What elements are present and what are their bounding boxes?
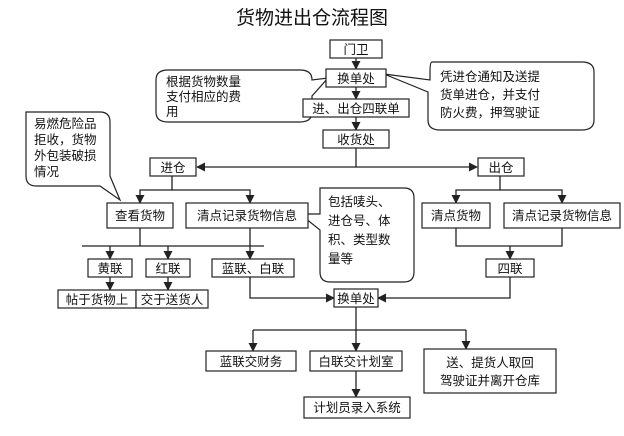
- edge-bluewhite-exchange2: [249, 277, 335, 303]
- note-record-line3: 积、类型数: [328, 232, 391, 247]
- note-dangerous-line4: 情况: [34, 164, 60, 179]
- note-dangerous: 易燃危险品 拒收，货物 外包装破损 情况: [25, 111, 122, 202]
- svg-text:交于送货人: 交于送货人: [141, 292, 204, 307]
- node-give-deliverer: 交于送货人: [135, 289, 209, 309]
- svg-text:蓝联、白联: 蓝联、白联: [222, 261, 285, 276]
- note-payment-line3: 用: [166, 104, 179, 119]
- node-inbound: 进仓: [149, 157, 197, 177]
- edge-outbound-record: [500, 189, 567, 204]
- svg-text:查看货物: 查看货物: [115, 208, 165, 223]
- svg-text:收货处: 收货处: [337, 132, 375, 147]
- note-dangerous-line2: 拒收，货物: [34, 132, 97, 147]
- node-white-planning: 白联交计划室: [309, 350, 403, 372]
- note-payment: 根据货物数量 支付相应的费 用: [155, 69, 330, 123]
- node-count-record-out: 清点记录货物信息: [503, 202, 621, 229]
- note-leave-line2: 驾驶证并离开仓库: [440, 373, 540, 388]
- note-record-line2: 进仓号、体: [328, 213, 391, 228]
- svg-text:门卫: 门卫: [343, 42, 368, 57]
- node-count-goods-out: 清点货物: [421, 202, 491, 229]
- note-entry-line2: 货单进仓，并支付: [440, 87, 540, 102]
- svg-text:进、出仓四联单: 进、出仓四联单: [312, 101, 400, 116]
- note-record-line1: 包括唛头、: [328, 194, 391, 209]
- edges: [82, 58, 567, 398]
- edge-outrecord-fourth: [510, 228, 563, 247]
- edge-inbound-record: [172, 189, 255, 204]
- node-fourth-copy: 四联: [485, 258, 535, 278]
- svg-text:四联: 四联: [497, 261, 523, 276]
- node-blue-white-copy: 蓝联、白联: [211, 258, 295, 278]
- node-planner-entry: 计划员录入系统: [303, 396, 411, 419]
- node-exchange2: 换单处: [333, 288, 379, 308]
- note-record-contents: 包括唛头、 进仓号、体 积、类型数 量等: [298, 187, 415, 283]
- node-four-copy: 进、出仓四联单: [302, 98, 410, 118]
- edge-inbound-check: [135, 176, 173, 204]
- svg-text:换单处: 换单处: [337, 71, 375, 86]
- node-blue-finance: 蓝联交财务: [205, 350, 297, 372]
- note-payment-line1: 根据货物数量: [166, 74, 241, 89]
- node-red-copy: 红联: [145, 258, 191, 278]
- svg-text:进仓: 进仓: [160, 160, 186, 175]
- diagram-title: 货物进出仓流程图: [236, 7, 388, 29]
- svg-text:清点记录货物信息: 清点记录货物信息: [512, 208, 612, 223]
- node-exchange1: 换单处: [325, 68, 387, 88]
- node-receiving: 收货处: [322, 129, 390, 149]
- edge-fourth-exchange2: [377, 277, 511, 303]
- svg-text:白联交计划室: 白联交计划室: [318, 354, 393, 369]
- note-leave: 送、提货人取回 驾驶证并离开仓库: [423, 348, 557, 394]
- svg-text:换单处: 换单处: [337, 291, 375, 306]
- edge-outbound-count: [451, 176, 501, 204]
- svg-text:计划员录入系统: 计划员录入系统: [313, 400, 401, 415]
- note-entry-line3: 防火费，押驾驶证: [440, 105, 541, 120]
- svg-text:蓝联交财务: 蓝联交财务: [220, 354, 283, 369]
- svg-text:红联: 红联: [155, 261, 181, 276]
- note-leave-line1: 送、提货人取回: [446, 355, 534, 370]
- svg-text:清点记录货物信息: 清点记录货物信息: [197, 208, 297, 223]
- svg-text:清点货物: 清点货物: [431, 208, 481, 223]
- note-entry-docs: 凭进仓通知及送提 货单进仓，并支付 防火费，押驾驶证: [383, 61, 595, 131]
- note-entry-line1: 凭进仓通知及送提: [440, 69, 541, 84]
- note-dangerous-line1: 易燃危险品: [34, 116, 97, 131]
- node-check-goods: 查看货物: [106, 202, 174, 229]
- node-post-on-goods: 帖于货物上: [57, 289, 137, 309]
- node-gate: 门卫: [329, 39, 383, 59]
- node-yellow-copy: 黄联: [87, 258, 133, 278]
- node-count-record-in: 清点记录货物信息: [185, 202, 309, 229]
- svg-text:黄联: 黄联: [97, 261, 123, 276]
- svg-text:帖于货物上: 帖于货物上: [66, 292, 129, 307]
- note-payment-line2: 支付相应的费: [166, 89, 241, 104]
- node-outbound: 出仓: [477, 157, 525, 177]
- svg-text:出仓: 出仓: [488, 160, 514, 175]
- edge-outcount-fourth: [455, 228, 510, 247]
- note-dangerous-line3: 外包装破损: [34, 148, 97, 163]
- note-record-line4: 量等: [328, 251, 353, 266]
